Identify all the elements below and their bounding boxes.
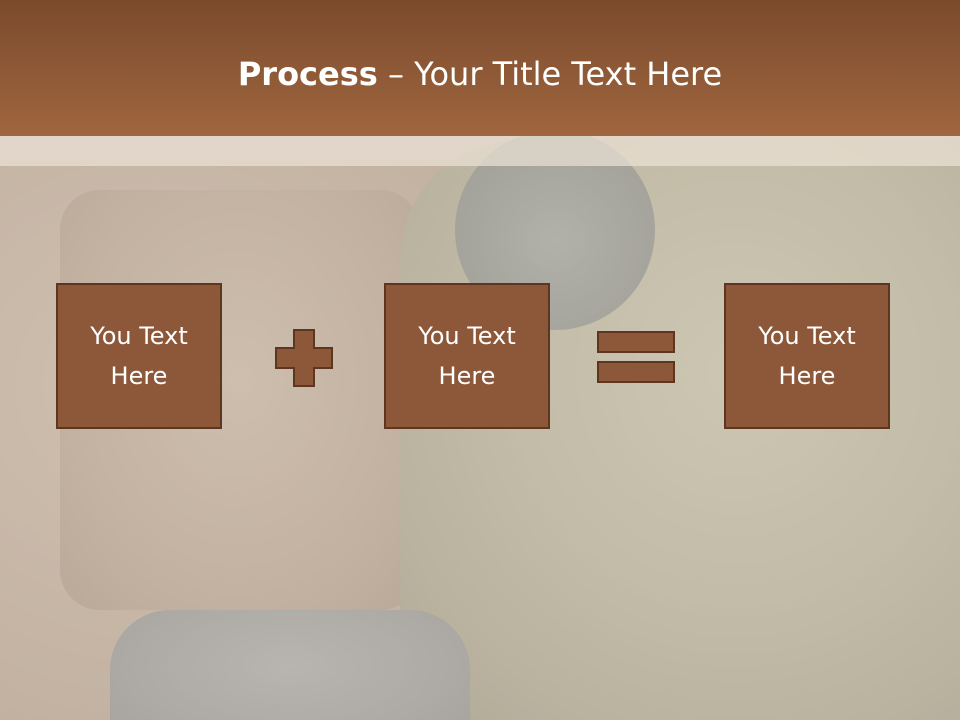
header-light-band (0, 136, 960, 166)
background-person-jeans (110, 610, 470, 720)
process-box-1[interactable]: You Text Here (56, 283, 222, 429)
process-box-3-text: You Text Here (758, 322, 856, 390)
process-box-2[interactable]: You Text Here (384, 283, 550, 429)
slide-title-bold: Process (237, 55, 378, 93)
slide-title[interactable]: Process – Your Title Text Here (0, 52, 960, 96)
title-bar: Process – Your Title Text Here (0, 0, 960, 136)
process-box-1-text: You Text Here (90, 322, 188, 390)
plus-icon (275, 329, 333, 387)
process-box-2-text: You Text Here (418, 322, 516, 390)
slide-title-rest: – Your Title Text Here (377, 55, 723, 93)
process-box-3[interactable]: You Text Here (724, 283, 890, 429)
equals-icon (597, 331, 675, 383)
